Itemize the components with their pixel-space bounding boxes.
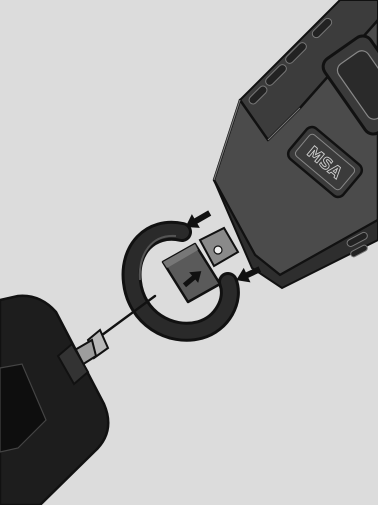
- bracket-hole: [214, 246, 222, 254]
- device-housing: MSA: [214, 0, 378, 288]
- handheld-tool: [0, 296, 108, 505]
